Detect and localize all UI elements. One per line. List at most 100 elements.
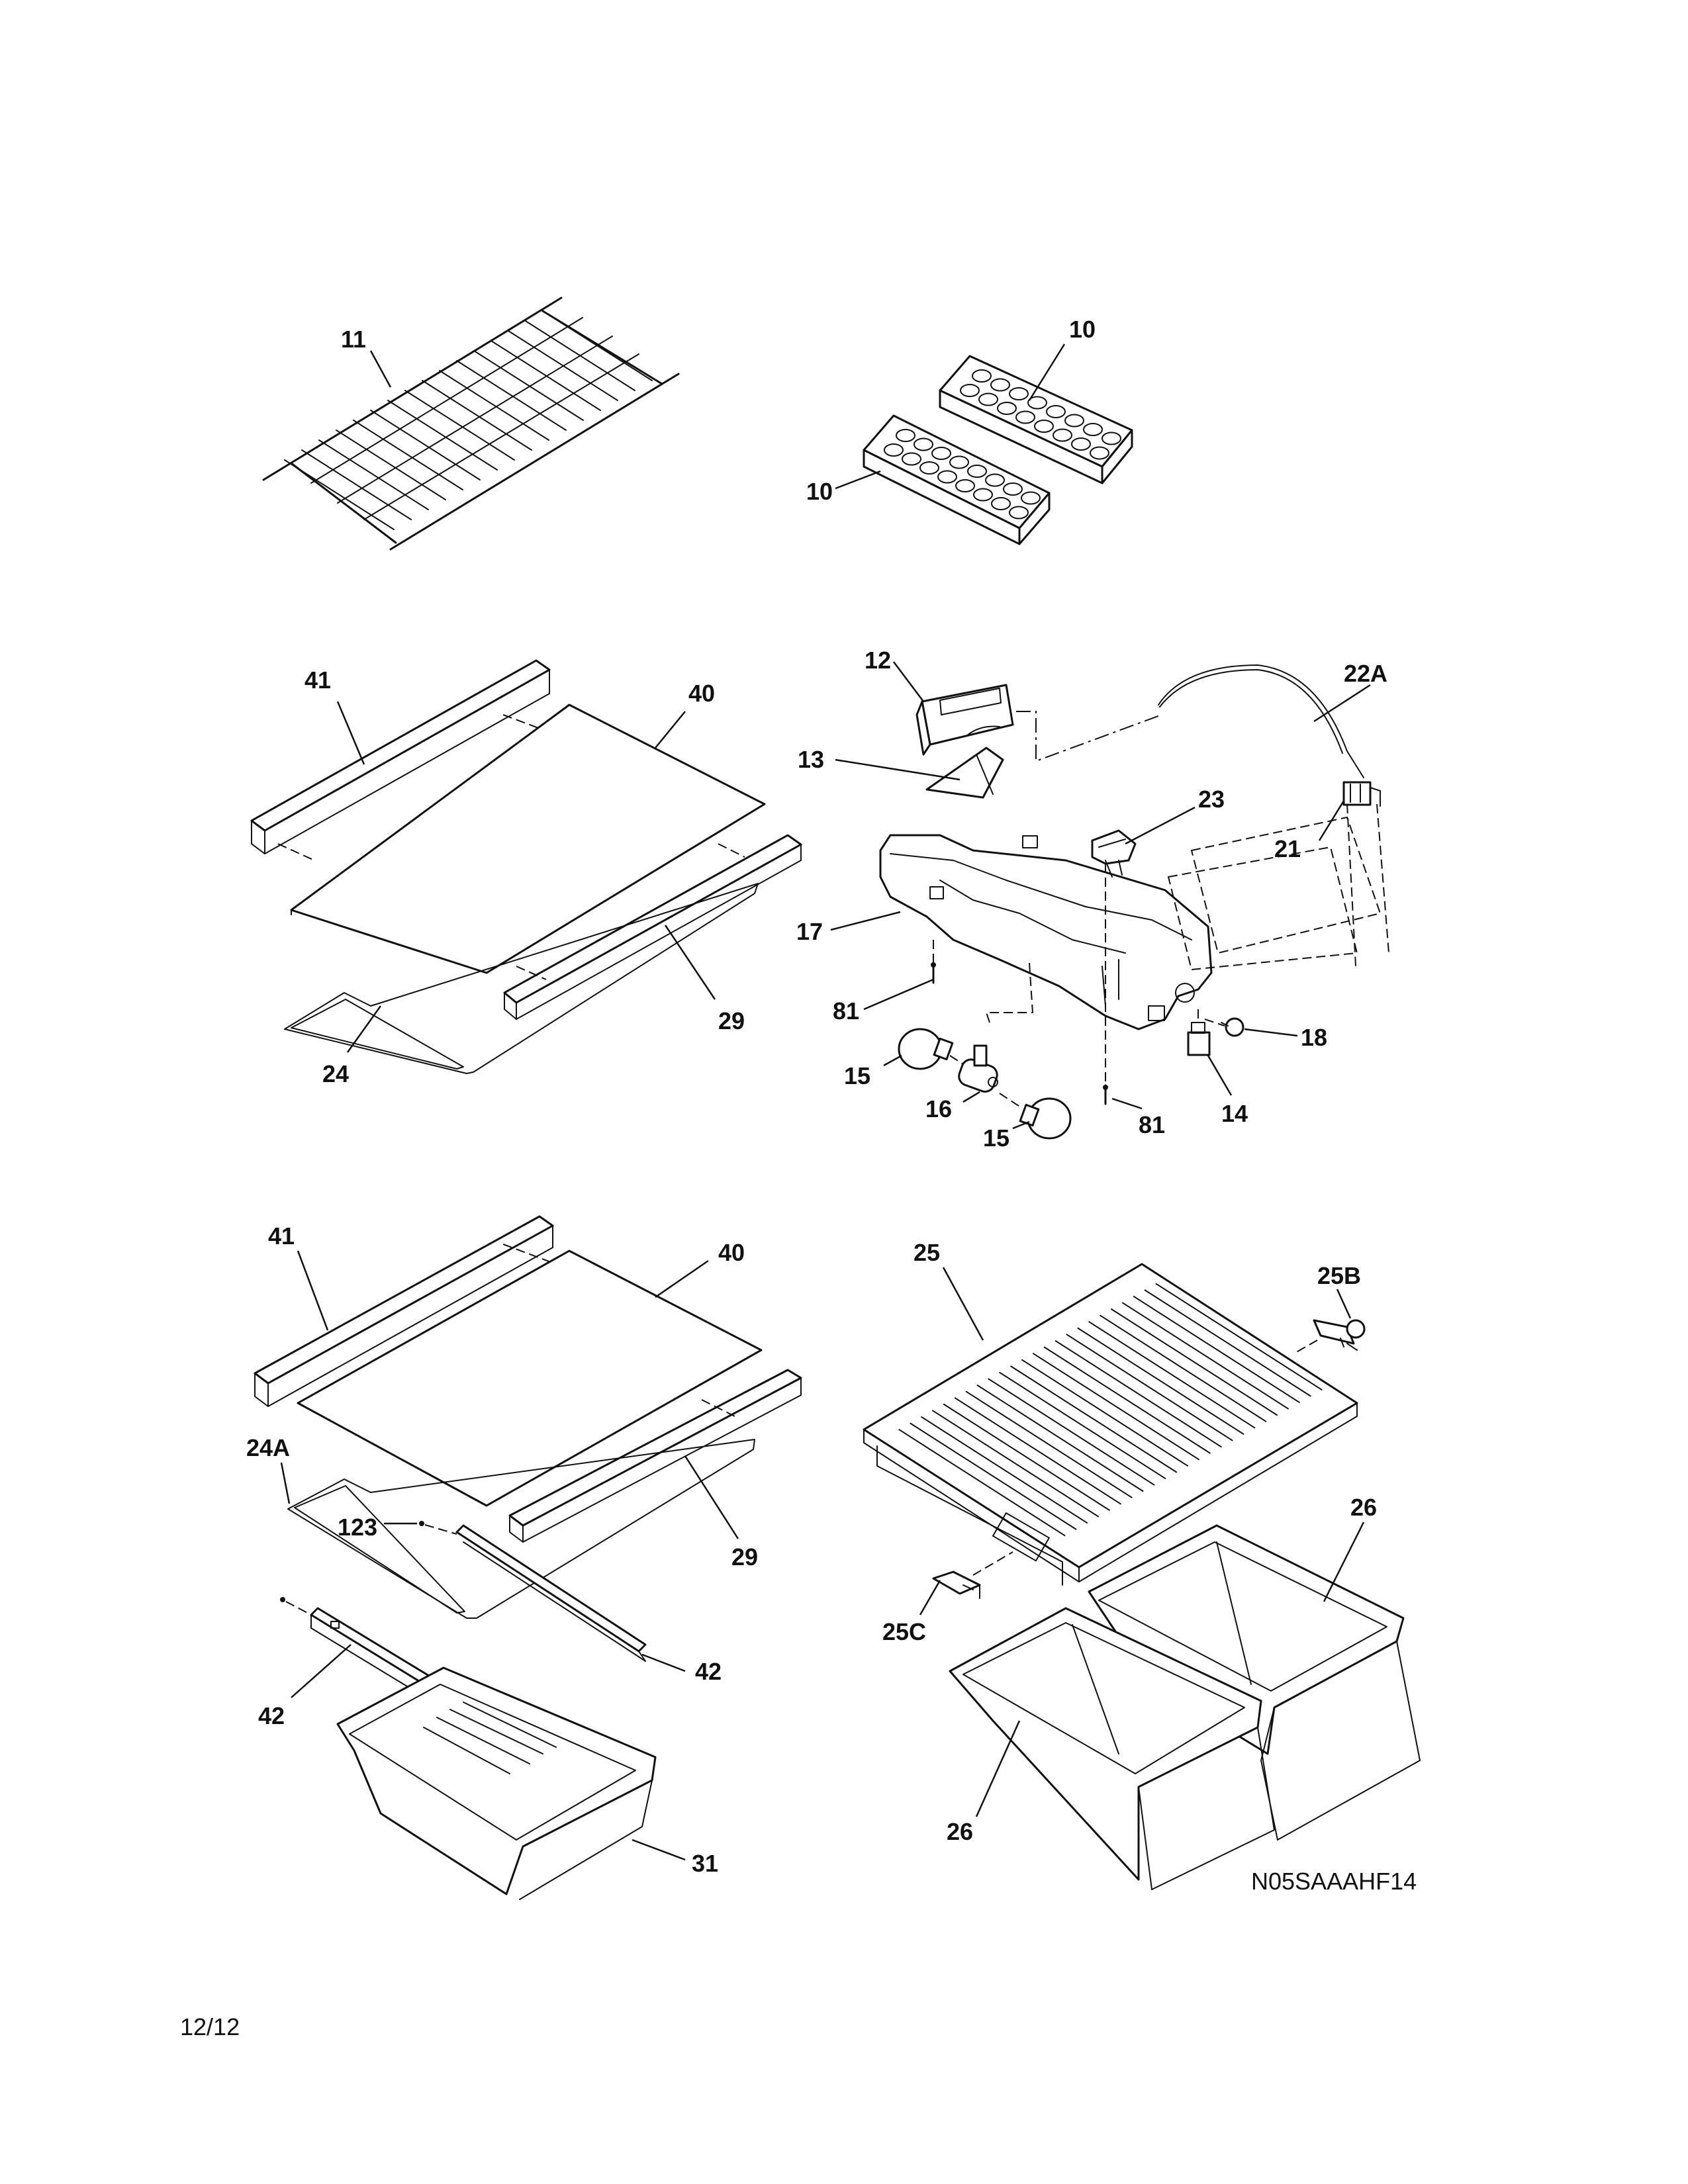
leader-17	[830, 911, 901, 931]
callout-42-right: 42	[695, 1658, 722, 1685]
leader-42-left	[291, 1644, 352, 1698]
callout-10-front: 10	[806, 478, 833, 505]
cover-rib	[1111, 1308, 1278, 1416]
ice-cube-cell	[1009, 387, 1029, 400]
callout-22a: 22A	[1344, 660, 1387, 687]
leader-81-right	[1111, 1097, 1143, 1110]
ice-cube-cell	[985, 473, 1005, 487]
ice-cube-cell	[919, 461, 939, 475]
leader-81-left	[863, 978, 934, 1011]
leader-29	[664, 925, 716, 1000]
light-housing-assembly	[879, 664, 1389, 1140]
leader-11	[369, 350, 392, 388]
ice-cube-cell	[1102, 432, 1121, 445]
leader-41-bottom	[297, 1250, 329, 1331]
shelf-wire-rod	[310, 317, 583, 484]
ice-cube-cell	[896, 429, 915, 442]
callout-25c: 25C	[882, 1618, 926, 1645]
cover-rib	[898, 1429, 1066, 1537]
cover-rib	[1021, 1359, 1189, 1467]
cover-rib	[932, 1410, 1100, 1518]
callout-31: 31	[692, 1850, 718, 1877]
cover-rib	[1100, 1314, 1267, 1422]
ice-cube-cell	[991, 497, 1011, 510]
leader-25b	[1336, 1289, 1352, 1319]
shelf-wire-rod	[422, 380, 532, 451]
ice-cube-cell	[1009, 506, 1029, 520]
callout-12: 12	[865, 647, 891, 674]
callout-13: 13	[798, 746, 824, 773]
cover-rib	[1121, 1302, 1289, 1410]
ice-cube-cell	[1053, 428, 1072, 442]
crisper-cover	[863, 1263, 1366, 1599]
shelf-wire-rod	[473, 350, 584, 421]
shelf-wire-rod	[404, 390, 515, 461]
leader-16	[962, 1091, 980, 1103]
callout-17: 17	[796, 918, 823, 945]
callout-26-front: 26	[947, 1818, 973, 1845]
callout-81-right: 81	[1139, 1111, 1165, 1138]
upper-shelf-assembly	[250, 659, 802, 1074]
lower-shelf-assembly	[254, 1215, 802, 1900]
cover-rib	[1155, 1283, 1323, 1390]
cover-rib	[954, 1397, 1121, 1505]
cover-rib	[1055, 1340, 1222, 1448]
callout-29-top: 29	[718, 1007, 745, 1034]
callout-10-rear: 10	[1069, 316, 1096, 343]
shelf-wire-rod	[387, 400, 498, 471]
leader-21	[1318, 800, 1345, 841]
callout-18: 18	[1301, 1024, 1327, 1051]
callout-11: 11	[341, 326, 366, 353]
callout-81-left: 81	[833, 997, 859, 1024]
shelf-wire-rod	[363, 353, 639, 520]
shelf-wire-rod	[370, 410, 481, 480]
leader-22a	[1313, 684, 1371, 723]
ice-cube-cell	[973, 488, 993, 502]
callout-40-top: 40	[688, 680, 715, 707]
cover-rib	[910, 1422, 1077, 1530]
cover-rib	[965, 1390, 1133, 1498]
cover-rib	[976, 1385, 1144, 1492]
callout-14: 14	[1221, 1100, 1248, 1127]
ice-cube-cell	[1046, 405, 1066, 418]
ice-cube-cell	[1071, 437, 1091, 451]
wire-shelf	[262, 296, 680, 551]
leader-18	[1244, 1028, 1298, 1037]
crisper-pan-front	[949, 1607, 1275, 1890]
shelf-wire-rod	[491, 340, 601, 411]
ice-cube-cell	[960, 384, 980, 397]
shelf-wire-rod	[439, 370, 549, 441]
callout-24a: 24A	[246, 1434, 290, 1461]
leader-26-front	[975, 1720, 1021, 1817]
ice-cube-cell	[967, 465, 987, 478]
leader-42-right	[641, 1653, 686, 1672]
callout-15-right: 15	[983, 1124, 1009, 1152]
cover-rib	[921, 1416, 1088, 1524]
leader-31	[632, 1839, 686, 1861]
ice-cube-cell	[972, 369, 992, 383]
cover-rib	[1043, 1346, 1211, 1454]
cover-rib	[1144, 1289, 1311, 1397]
leader-23	[1125, 806, 1196, 845]
callout-40-bottom: 40	[718, 1239, 745, 1266]
ice-cube-cell	[902, 452, 921, 466]
ice-cube-cell	[937, 470, 957, 484]
ice-cube-cell	[884, 443, 904, 457]
leader-13	[835, 758, 961, 781]
ice-tray-front	[863, 414, 1051, 545]
ice-cube-cell	[990, 378, 1010, 392]
callout-123: 123	[338, 1514, 377, 1541]
ice-cube-cell	[978, 392, 998, 406]
leader-24	[346, 1005, 382, 1053]
callout-25: 25	[914, 1239, 940, 1266]
shelf-wire-rod	[456, 360, 567, 431]
callout-42-left: 42	[258, 1702, 285, 1729]
cover-rib	[1077, 1327, 1244, 1435]
leader-40	[655, 711, 686, 749]
ice-cube-cell	[1003, 482, 1023, 496]
ice-cube-cell	[1064, 414, 1084, 428]
ice-cube-cell	[1083, 423, 1103, 436]
crisper-pan-rear	[1088, 1524, 1421, 1841]
shelf-wire-rod	[336, 430, 446, 500]
